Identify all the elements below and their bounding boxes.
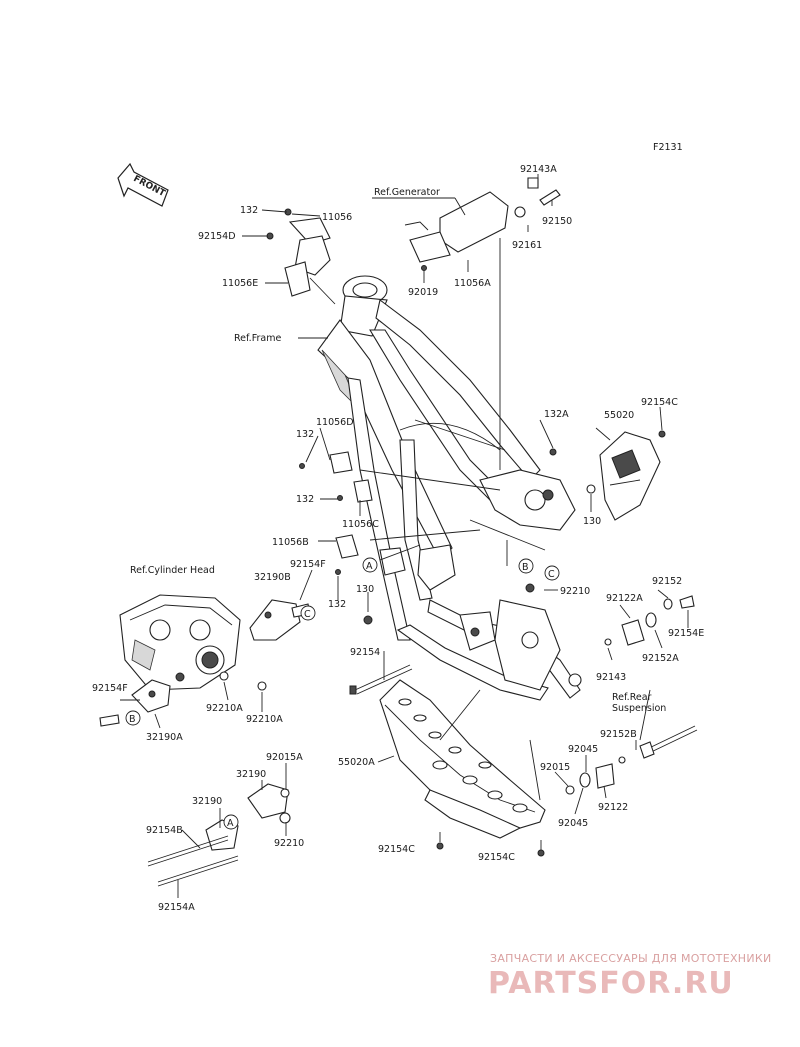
part-label-11056A: 11056A xyxy=(454,278,491,289)
part-label-32190A: 32190A xyxy=(146,732,183,743)
callout-a-bracket: A xyxy=(223,814,239,830)
part-label-92143A: 92143A xyxy=(520,164,557,175)
small-fasteners xyxy=(219,448,596,857)
part-label-92122A: 92122A xyxy=(606,593,643,604)
svg-text:C: C xyxy=(548,569,555,580)
part-label-55020A: 55020A xyxy=(338,757,375,768)
part-label-92154C-top: 92154C xyxy=(641,397,678,408)
part-label-11056C: 11056C xyxy=(342,519,379,530)
part-label-92019: 92019 xyxy=(408,287,438,298)
bolt-92154 xyxy=(349,664,413,695)
svg-text:B: B xyxy=(129,714,136,725)
part-label-92015A: 92015A xyxy=(266,752,303,763)
part-label-92154E: 92154E xyxy=(668,628,704,639)
svg-text:B: B xyxy=(522,562,529,573)
part-label-32190-left: 32190 xyxy=(192,796,222,807)
part-label-92143: 92143 xyxy=(596,672,626,683)
bracket-11056-group xyxy=(266,208,331,297)
part-label-92210A-2: 92210A xyxy=(246,714,283,725)
diagram-id: F2131 xyxy=(653,142,683,153)
ref-cylinder-head-label: Ref.Cylinder Head xyxy=(130,565,215,576)
engine-bracket-32190 xyxy=(147,783,291,887)
callout-c-frame: C xyxy=(544,565,560,581)
engine-bracket-32190A xyxy=(99,679,171,727)
svg-text:C: C xyxy=(304,609,311,620)
part-label-92154-mid: 92154 xyxy=(350,647,380,658)
part-label-92210A-1: 92210A xyxy=(206,703,243,714)
leader-lines xyxy=(120,174,689,898)
callout-c-bracket: C xyxy=(300,605,316,621)
part-label-92154C-b1: 92154C xyxy=(378,844,415,855)
part-label-132-low: 132 xyxy=(328,599,346,610)
ref-frame-label: Ref.Frame xyxy=(234,333,281,344)
part-label-92015: 92015 xyxy=(540,762,570,773)
part-label-130-right: 130 xyxy=(583,516,601,527)
watermark-logo: PARTSFOR.RU xyxy=(488,966,734,1001)
part-label-92154F-left: 92154F xyxy=(92,683,128,694)
part-label-92154D: 92154D xyxy=(198,231,236,242)
part-label-92045-bot: 92045 xyxy=(558,818,588,829)
svg-text:A: A xyxy=(366,561,373,572)
part-label-92154B: 92154B xyxy=(146,825,183,836)
part-label-55020: 55020 xyxy=(604,410,634,421)
part-label-132A: 132A xyxy=(544,409,569,420)
part-label-11056E: 11056E xyxy=(222,278,258,289)
part-label-92161: 92161 xyxy=(512,240,542,251)
part-label-92122: 92122 xyxy=(598,802,628,813)
part-label-92210-low: 92210 xyxy=(274,838,304,849)
part-label-32190B: 32190B xyxy=(254,572,291,583)
generator-bracket xyxy=(404,177,561,271)
svg-text:A: A xyxy=(227,818,234,829)
watermark-tagline: ЗАПЧАСТИ И АКСЕССУАРЫ ДЛЯ МОТОТЕХНИКИ xyxy=(490,952,772,965)
part-label-130-mid: 130 xyxy=(356,584,374,595)
chain-guide-55020 xyxy=(599,430,666,521)
skid-plate-55020A xyxy=(379,679,546,839)
callout-b-frame: B xyxy=(518,558,534,574)
part-label-92152B: 92152B xyxy=(600,729,637,740)
part-label-132-top: 132 xyxy=(240,205,258,216)
part-label-32190-top: 32190 xyxy=(236,769,266,780)
part-label-92152: 92152 xyxy=(652,576,682,587)
part-label-11056B: 11056B xyxy=(272,537,309,548)
part-label-132-mid2: 132 xyxy=(296,494,314,505)
callout-b-bracket: B xyxy=(125,710,141,726)
part-label-92210-mid: 92210 xyxy=(560,586,590,597)
rear-suspension-bolt xyxy=(565,725,698,795)
part-label-92154A: 92154A xyxy=(158,902,195,913)
part-label-92152A: 92152A xyxy=(642,653,679,664)
front-arrow-icon: FRONT xyxy=(117,162,169,207)
part-label-11056D: 11056D xyxy=(316,417,354,428)
ref-rear-label: Ref.Rear xyxy=(612,692,652,703)
ref-suspension-label: Suspension xyxy=(612,703,666,714)
part-label-92150: 92150 xyxy=(542,216,572,227)
part-label-132-mid: 132 xyxy=(296,429,314,440)
collar-92122A xyxy=(604,595,695,646)
cylinder-head xyxy=(119,594,241,691)
engine-bracket-32190B xyxy=(249,599,311,641)
part-label-11056: 11056 xyxy=(322,212,352,223)
part-label-92045-top: 92045 xyxy=(568,744,598,755)
part-label-92154F-mid: 92154F xyxy=(290,559,326,570)
part-labels: 92143A 92150 92161 11056A 92019 132 1105… xyxy=(92,164,704,913)
callout-a-frame: A xyxy=(362,557,378,573)
part-label-92154C-b2: 92154C xyxy=(478,852,515,863)
ref-generator-label: Ref.Generator xyxy=(374,187,440,198)
